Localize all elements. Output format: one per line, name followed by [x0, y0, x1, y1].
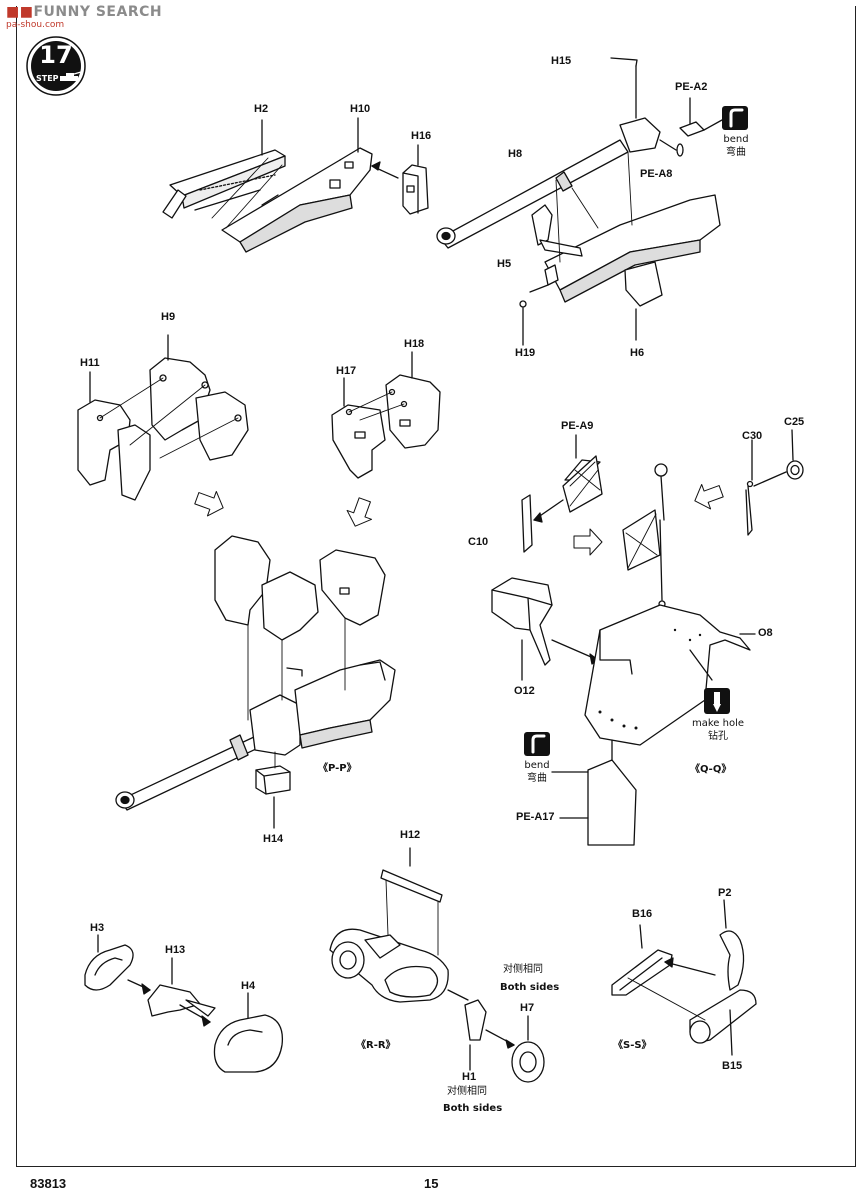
assembly-qq-drawing	[491, 429, 804, 846]
frame-assembly-h2-h10-drawing	[162, 117, 429, 253]
bend-icon-lower	[524, 732, 550, 756]
part-label-b15: B15	[722, 1060, 743, 1072]
part-label-pe-a2: PE-A2	[675, 81, 708, 93]
both-sides-note-en-h7: Both sides	[500, 982, 560, 993]
both-sides-note-en-h1: Both sides	[443, 1103, 503, 1114]
part-label-h14: H14	[263, 833, 284, 845]
part-label-pe-a17: PE-A17	[516, 811, 555, 823]
step-number: 17	[39, 41, 73, 69]
assembly-rr-drawing	[329, 847, 545, 1083]
bend-note-en-top: bend	[723, 134, 749, 145]
part-label-c30: C30	[742, 430, 763, 442]
part-label-o12: O12	[514, 685, 535, 697]
both-sides-note-cn-h7: 对侧相同	[503, 964, 543, 975]
parts-h3-h13-h4-drawing	[84, 934, 284, 1073]
part-label-h11: H11	[80, 357, 100, 369]
part-label-h5: H5	[497, 258, 512, 270]
page-frame	[16, 6, 856, 1167]
make-hole-note-cn: 钻孔	[708, 731, 728, 742]
subassembly-label-pp: 《P-P》	[318, 763, 357, 774]
subassembly-label-ss: 《S-S》	[613, 1040, 652, 1051]
step-label: STEP	[36, 74, 59, 83]
step-badge: 17 STEP	[26, 36, 86, 96]
barrel-assembly-h8-drawing	[436, 57, 721, 346]
both-sides-note-cn-h1: 对侧相同	[447, 1086, 487, 1097]
part-label-h15: H15	[551, 55, 572, 67]
bend-note-en-lower: bend	[524, 760, 550, 771]
bend-icon-top	[722, 106, 748, 130]
page-number: 15	[424, 1176, 439, 1191]
assembly-ss-drawing	[611, 899, 757, 1056]
part-label-h8: H8	[508, 148, 523, 160]
plates-h17-h18-drawing	[331, 351, 441, 479]
watermark-url: pa-shou.com	[6, 20, 65, 30]
make-hole-icon	[704, 688, 730, 714]
part-label-h13: H13	[165, 944, 186, 956]
part-label-pe-a8: PE-A8	[640, 168, 673, 180]
part-label-b16: B16	[632, 908, 653, 920]
bend-note-cn-top: 弯曲	[726, 147, 746, 158]
plates-h9-h11-drawing	[77, 334, 249, 501]
part-label-h12: H12	[400, 829, 421, 841]
part-label-p2: P2	[718, 887, 732, 899]
part-label-c25: C25	[784, 416, 805, 428]
part-label-h4: H4	[241, 980, 256, 992]
part-label-c10: C10	[468, 536, 489, 548]
part-label-h16: H16	[411, 130, 432, 142]
part-label-h1: H1	[462, 1071, 477, 1083]
step-badge-circle-icon	[26, 36, 86, 96]
assembly-pp-drawing	[115, 535, 396, 829]
subassembly-label-rr: 《R-R》	[356, 1040, 396, 1051]
part-label-h19: H19	[515, 347, 536, 359]
part-label-h10: H10	[350, 103, 371, 115]
part-label-h17: H17	[336, 365, 357, 377]
part-label-pe-a9: PE-A9	[561, 420, 594, 432]
bend-note-cn-lower: 弯曲	[527, 773, 547, 784]
kit-number: 83813	[30, 1176, 67, 1191]
part-label-h2: H2	[254, 103, 269, 115]
part-label-h3: H3	[90, 922, 105, 934]
part-label-h6: H6	[630, 347, 645, 359]
part-label-o8: O8	[758, 627, 773, 639]
part-label-h7: H7	[520, 1002, 535, 1014]
part-label-h18: H18	[404, 338, 425, 350]
subassembly-label-qq: 《Q-Q》	[690, 764, 732, 775]
part-label-h9: H9	[161, 311, 176, 323]
watermark-logo: ■■FUNNY SEARCH	[6, 4, 163, 20]
make-hole-note-en: make hole	[691, 718, 745, 729]
